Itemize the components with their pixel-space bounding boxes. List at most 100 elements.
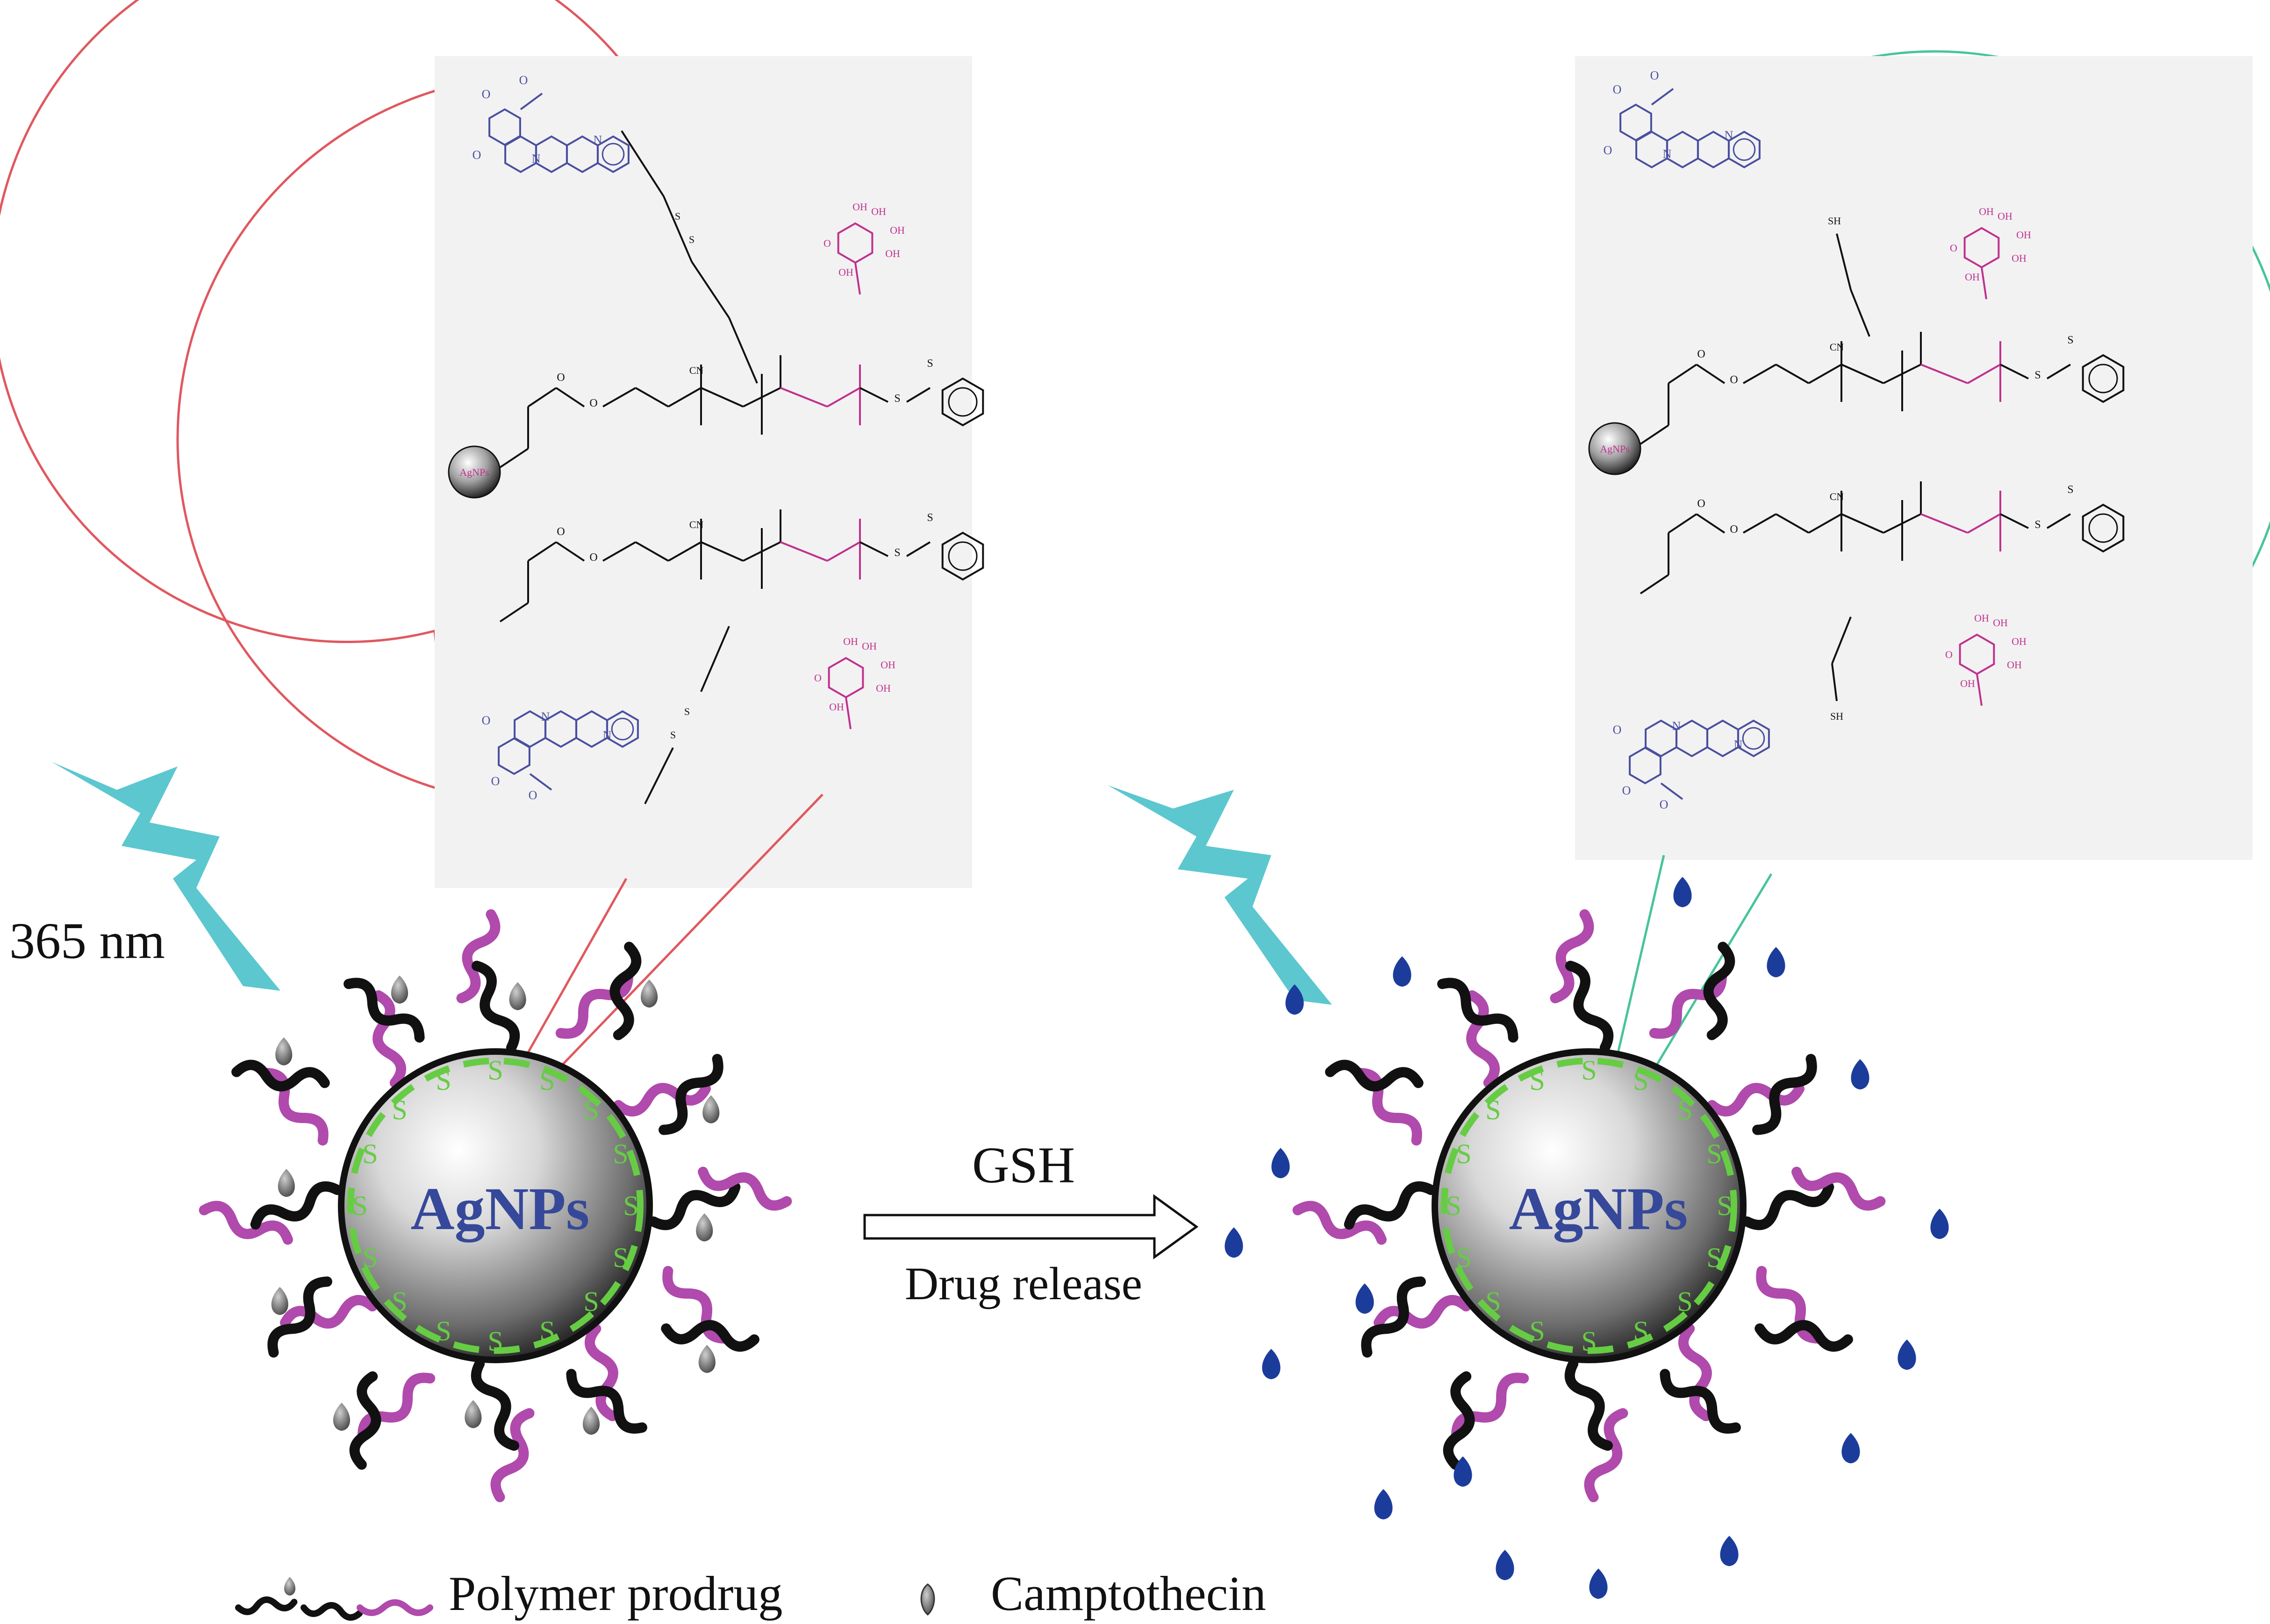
chem-bond xyxy=(1920,364,1968,384)
released-drug-drop xyxy=(1720,1536,1739,1567)
chem-bond xyxy=(728,317,758,384)
aromatic-ring xyxy=(2088,513,2118,543)
hydroxyl-label: OH xyxy=(843,636,858,647)
released-drug-drop xyxy=(1374,1489,1393,1520)
thiol-label: SH xyxy=(1828,215,1841,227)
chem-bond xyxy=(1776,513,1809,534)
chem-bond xyxy=(663,196,693,262)
chem-bond xyxy=(827,387,860,408)
oxygen-label: O xyxy=(589,397,597,409)
small-nanoparticle-icon xyxy=(1588,422,1641,475)
chem-ring xyxy=(1728,130,1761,169)
aromatic-ring xyxy=(1742,727,1765,750)
chem-bond xyxy=(2046,513,2071,529)
camptothecin-bead xyxy=(698,1345,716,1373)
disulfide-s-label: S xyxy=(1717,1190,1732,1221)
chem-bond xyxy=(602,541,636,562)
polymer-chain-black xyxy=(1742,1182,1834,1231)
chem-bond xyxy=(701,387,744,408)
chem-bond xyxy=(1808,513,1842,534)
small-core-label: AgNPs xyxy=(1600,443,1630,455)
left-core-label: AgNPs xyxy=(411,1175,590,1243)
chem-bond xyxy=(700,626,730,692)
sulfur-label: S xyxy=(2034,519,2041,531)
polymer-chain-magenta xyxy=(1374,1295,1471,1329)
polymer-chain-black xyxy=(472,960,520,1053)
chem-bond xyxy=(859,541,888,557)
chem-ring xyxy=(488,108,521,146)
released-drug-drop xyxy=(1225,1227,1243,1258)
nitrogen-label: N xyxy=(532,152,541,165)
sulfur-label: S xyxy=(689,234,695,245)
disulfide-s-label: S xyxy=(1581,1326,1597,1357)
legend-drug-label: Camptothecin xyxy=(991,1566,1266,1621)
disulfide-s-label: S xyxy=(623,1190,638,1221)
camptothecin-bead xyxy=(702,1095,720,1123)
chem-bond xyxy=(644,747,674,804)
released-camptothecin-drops xyxy=(1225,877,1949,1599)
chem-bond xyxy=(906,541,931,557)
chem-bond xyxy=(520,93,543,110)
chem-bond xyxy=(780,387,828,408)
hydroxyl-label: OH xyxy=(885,248,900,259)
aromatic-ring xyxy=(2088,364,2118,393)
polymer-chain-black xyxy=(1437,978,1518,1043)
chem-bond xyxy=(602,387,636,408)
left-silver-core xyxy=(338,1048,653,1363)
hydroxyl-label: OH xyxy=(2016,229,2031,241)
disulfide-s-label: S xyxy=(487,1326,503,1357)
polymer-chain-black xyxy=(267,1276,332,1358)
camptothecin-bead xyxy=(275,1037,293,1066)
chem-bond xyxy=(854,262,861,295)
chem-bond xyxy=(527,387,557,408)
left-structure-bubble xyxy=(0,0,972,888)
chem-bond xyxy=(1967,364,2001,384)
hydroxyl-label: OH xyxy=(1960,678,1975,689)
hydroxyl-label: OH xyxy=(2007,659,2022,671)
oxygen-label: O xyxy=(473,148,481,162)
aromatic-ring xyxy=(1733,138,1756,161)
oxygen-label: O xyxy=(491,774,500,788)
chem-bond xyxy=(1743,513,1776,534)
released-drug-drop xyxy=(1285,984,1304,1015)
camptothecin-bead xyxy=(465,1400,482,1429)
polymer-chain-black xyxy=(648,1182,741,1231)
chem-bond xyxy=(1841,364,1884,384)
chem-bond xyxy=(1651,88,1674,106)
chem-bond xyxy=(1743,364,1776,384)
released-drug-drop xyxy=(1841,1433,1860,1464)
chem-ring xyxy=(941,377,984,427)
polymer-chain-magenta xyxy=(259,1067,329,1146)
chem-bond xyxy=(1836,233,1852,290)
reaction-arrow-icon xyxy=(863,1194,1199,1259)
disulfide-s-label: S xyxy=(392,1286,407,1317)
sulfur-label: S xyxy=(684,706,690,717)
disulfide-s-label: S xyxy=(436,1316,451,1346)
polymer-chain-magenta xyxy=(1791,1166,1886,1211)
oxygen-label: O xyxy=(1730,523,1738,536)
chem-ring xyxy=(1737,719,1770,758)
sulfur-label: S xyxy=(927,358,933,370)
polymer-chain-magenta xyxy=(1678,1324,1712,1421)
sulfur-label: S xyxy=(894,393,900,405)
chem-bond xyxy=(668,387,702,408)
oxygen-label: O xyxy=(1622,784,1631,797)
polymer-chain-magenta xyxy=(1466,990,1500,1088)
polymer-chain-magenta xyxy=(280,1295,378,1329)
hydroxyl-label: OH xyxy=(2012,636,2027,647)
released-drug-drop xyxy=(1496,1550,1514,1581)
disulfide-s-label: S xyxy=(1529,1065,1545,1096)
released-drug-drop xyxy=(1393,956,1411,987)
oxygen-label: O xyxy=(1730,374,1738,386)
chem-bond xyxy=(499,448,529,468)
camptothecin-bead xyxy=(333,1402,350,1431)
disulfide-s-label: S xyxy=(613,1242,628,1273)
small-nanoparticle-icon xyxy=(448,445,501,499)
chem-bond xyxy=(499,602,529,622)
polymer-chain-black xyxy=(1361,1276,1426,1358)
polymer-chain-magenta xyxy=(1649,970,1727,1039)
polymer-chain-black xyxy=(231,1059,330,1092)
